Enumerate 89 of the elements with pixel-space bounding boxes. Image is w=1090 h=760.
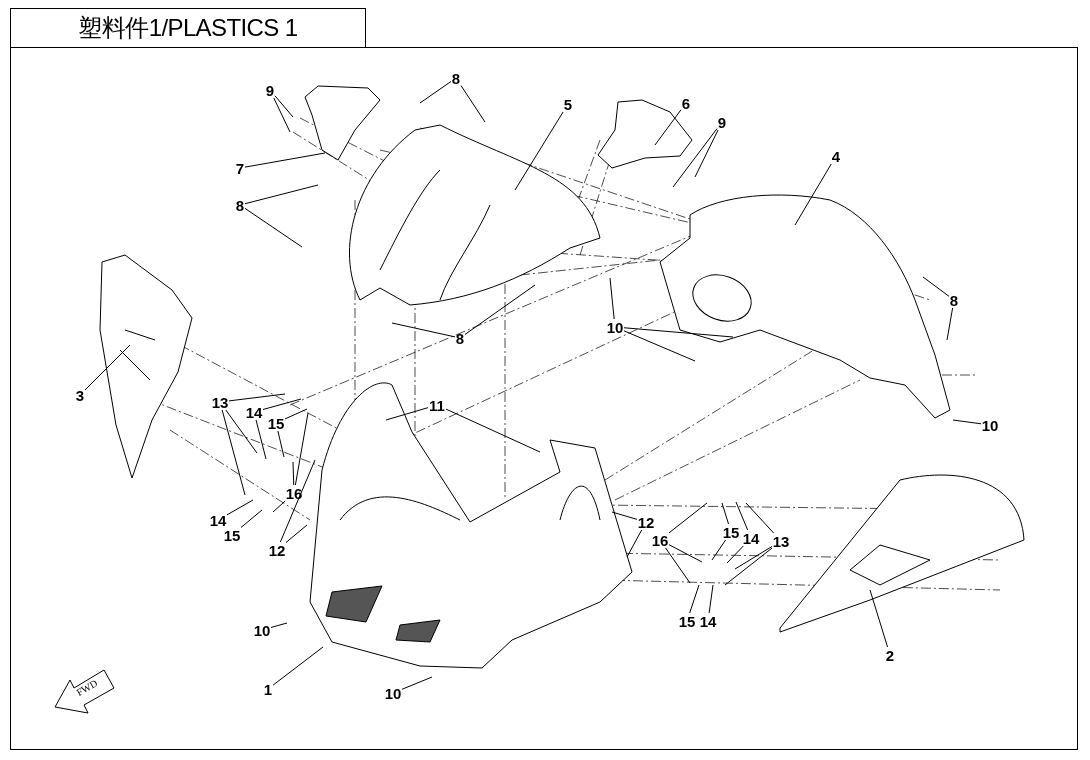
leader-line: [445, 408, 541, 453]
leader-line: [514, 111, 564, 191]
leader-line: [401, 676, 433, 690]
callout-number: 1: [263, 681, 273, 697]
leader-line: [708, 584, 714, 614]
callout-number: 8: [455, 330, 465, 346]
leader-line: [225, 409, 258, 454]
leader-line: [226, 499, 254, 516]
leader-line: [244, 207, 303, 248]
leader-line: [285, 524, 308, 543]
leader-line: [726, 545, 744, 564]
leader-line: [626, 529, 643, 558]
leader-line: [689, 584, 700, 614]
callout-number: 9: [265, 82, 275, 98]
callout-number: 8: [451, 70, 461, 86]
leader-line: [794, 163, 832, 226]
leader-line: [262, 398, 302, 410]
leader-line: [745, 502, 775, 534]
callout-number: 10: [981, 417, 999, 433]
leader-line: [292, 461, 295, 486]
leader-line: [611, 511, 638, 520]
leader-line: [277, 430, 285, 458]
leader-line: [84, 344, 131, 391]
callout-number: 6: [681, 95, 691, 111]
callout-number: 12: [268, 542, 286, 558]
leader-line: [244, 152, 326, 168]
leader-line: [294, 412, 309, 486]
leader-line: [244, 184, 319, 205]
leader-line: [419, 80, 452, 104]
callout-number: 15: [678, 613, 696, 629]
leader-line: [240, 509, 263, 528]
leader-line: [272, 500, 286, 513]
callout-number: 3: [75, 387, 85, 403]
leader-line: [609, 277, 615, 320]
leader-line: [272, 646, 324, 686]
direction-label: FWD: [75, 678, 100, 698]
leader-line: [391, 322, 456, 338]
callout-number: 14: [699, 613, 717, 629]
callout-number: 11: [429, 397, 445, 413]
leader-line: [654, 109, 682, 146]
leader-line: [952, 419, 982, 425]
leader-line: [734, 546, 773, 570]
callout-number: 14: [209, 512, 227, 528]
callout-number: 8: [949, 292, 959, 308]
callout-number: 7: [235, 160, 245, 176]
leader-line: [869, 589, 889, 648]
leader-line: [284, 408, 308, 420]
leader-line: [270, 622, 288, 628]
leader-line: [665, 547, 691, 584]
callout-number: 16: [651, 532, 669, 548]
callout-number: 2: [885, 647, 895, 663]
leader-line: [735, 501, 749, 531]
leader-line: [623, 327, 734, 338]
leader-line: [694, 129, 719, 178]
callout-number: 10: [606, 319, 624, 335]
callout-number: 12: [637, 514, 655, 530]
leader-line: [274, 95, 294, 118]
callout-number: 13: [772, 533, 790, 549]
leader-line: [668, 544, 703, 563]
callout-number: 8: [235, 197, 245, 213]
leader-line: [228, 393, 286, 402]
leader-line: [946, 307, 954, 341]
callout-number: 13: [211, 394, 229, 410]
leader-line: [711, 539, 727, 561]
callout-number: 16: [285, 485, 303, 501]
leader-line: [460, 85, 486, 123]
leader-line: [273, 97, 291, 133]
leader-line: [672, 128, 718, 188]
leader-line: [721, 502, 729, 525]
diagram-title: 塑料件1/PLASTICS 1: [78, 16, 298, 40]
leader-line: [724, 547, 773, 586]
leader-line: [922, 276, 950, 297]
callout-number: 10: [253, 622, 271, 638]
callout-number: 10: [384, 685, 402, 701]
leader-line: [668, 502, 708, 534]
leader-line: [279, 459, 316, 543]
callout-number: 15: [267, 415, 285, 431]
leader-line: [255, 419, 267, 460]
callout-number: 14: [742, 530, 760, 546]
callout-number: 9: [717, 114, 727, 130]
leader-line: [464, 284, 536, 335]
callout-number: 15: [722, 524, 740, 540]
callout-number: 15: [223, 527, 241, 543]
leader-line: [385, 407, 429, 421]
leader-line: [623, 330, 696, 362]
leader-line: [221, 409, 246, 496]
callout-number: 14: [245, 404, 263, 420]
callout-number: 5: [563, 96, 573, 112]
callout-number: 4: [831, 148, 841, 164]
